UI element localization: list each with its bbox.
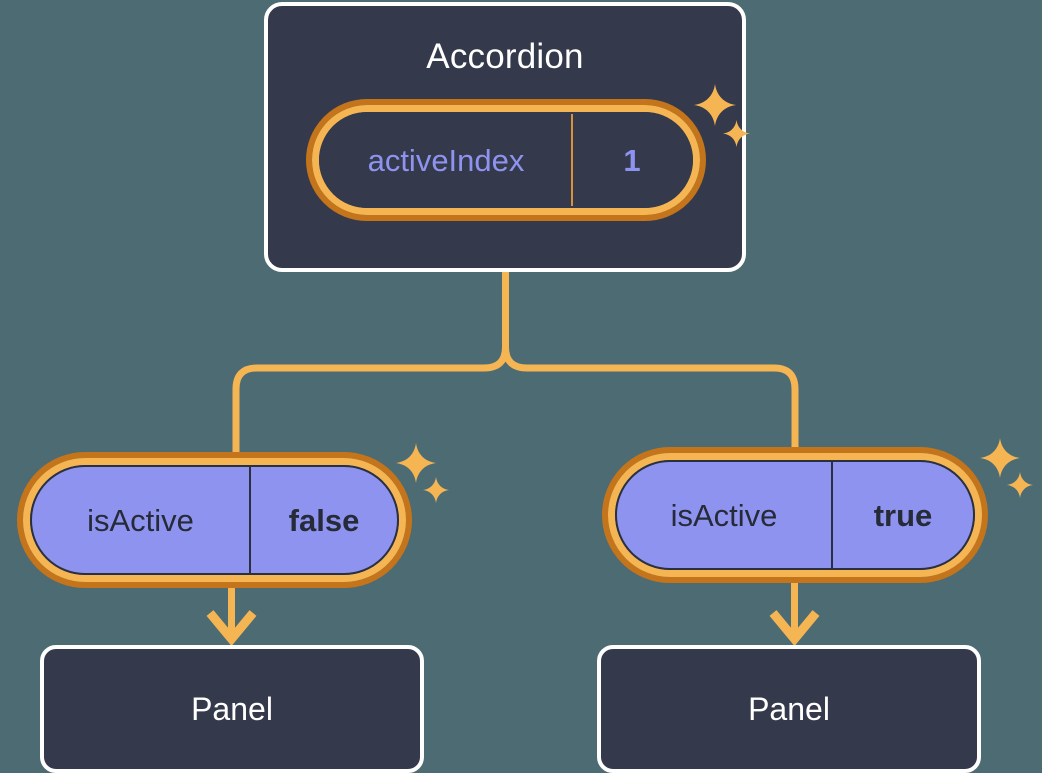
pill-body: isActive false bbox=[30, 465, 399, 575]
state-pill-is-active-false[interactable]: isActive false bbox=[17, 452, 412, 588]
sparkle-icon bbox=[980, 438, 1020, 478]
pill-body: isActive true bbox=[615, 460, 975, 570]
sparkle-icon-small bbox=[423, 477, 449, 503]
pill-inner-ring: isActive false bbox=[23, 458, 406, 582]
arrow-to-panel-right bbox=[769, 583, 820, 647]
panel-component-node-left[interactable]: Panel bbox=[40, 645, 424, 773]
state-value-label: false bbox=[288, 502, 360, 538]
pill-inner-ring: activeIndex 1 bbox=[312, 105, 700, 215]
connector-branch-right bbox=[502, 346, 799, 448]
connector-branch-left bbox=[232, 346, 509, 452]
sparkle-icon-small bbox=[1007, 472, 1033, 498]
sparkle-icon bbox=[396, 443, 436, 483]
accordion-title: Accordion bbox=[426, 37, 584, 76]
pill-outer-ring: activeIndex 1 bbox=[306, 99, 706, 221]
sparkle-group-right-pill bbox=[980, 438, 1042, 504]
pill-outer-ring: isActive true bbox=[602, 447, 988, 583]
arrow-to-panel-left bbox=[206, 588, 257, 647]
state-pill-is-active-true[interactable]: isActive true bbox=[602, 447, 988, 583]
panel-component-node-right[interactable]: Panel bbox=[597, 645, 981, 773]
state-key-label: isActive bbox=[32, 467, 251, 573]
panel-title: Panel bbox=[191, 691, 273, 727]
pill-inner-ring: isActive true bbox=[608, 453, 982, 577]
state-value-label: 1 bbox=[623, 142, 641, 178]
pill-body: activeIndex 1 bbox=[319, 112, 693, 208]
state-pill-active-index[interactable]: activeIndex 1 bbox=[306, 99, 706, 221]
state-key-label: activeIndex bbox=[321, 114, 573, 206]
state-key-label: isActive bbox=[617, 462, 833, 568]
panel-title: Panel bbox=[748, 691, 830, 727]
state-value-label: true bbox=[873, 497, 933, 533]
pill-outer-ring: isActive false bbox=[17, 452, 412, 588]
